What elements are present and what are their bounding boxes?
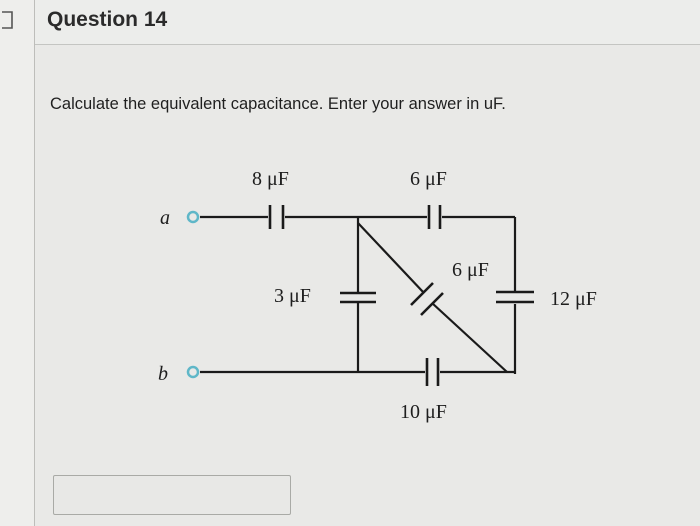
capacitor-6uF-diagonal <box>410 282 444 316</box>
label-8uF: 8 μF <box>252 168 289 190</box>
label-12uF: 12 μF <box>550 288 597 310</box>
capacitor-8uF <box>268 205 285 229</box>
circuit-diagram: a b 8 μF 6 μF 3 μF 6 μF 12 μF 10 μF <box>158 168 597 423</box>
terminal-a-node <box>186 210 200 224</box>
terminal-b-node <box>186 365 200 379</box>
question-title: Question 14 <box>47 8 168 31</box>
answer-input[interactable] <box>53 475 291 515</box>
label-6uF-diagonal: 6 μF <box>452 259 489 281</box>
chevron-left-icon[interactable] <box>0 8 24 32</box>
label-10uF: 10 μF <box>400 401 447 423</box>
left-strip <box>0 0 35 526</box>
question-prompt: Calculate the equivalent capacitance. En… <box>50 95 506 113</box>
wire-diag-lower <box>431 302 508 373</box>
label-3uF: 3 μF <box>274 285 311 307</box>
capacitor-12uF <box>496 290 534 304</box>
capacitor-10uF <box>425 358 440 386</box>
capacitor-6uF-top <box>427 205 442 229</box>
question-header: Question 14 <box>35 0 700 45</box>
label-6uF-top: 6 μF <box>410 168 447 190</box>
capacitor-3uF <box>340 291 376 304</box>
wire-diag-upper <box>357 222 425 294</box>
terminal-b-label: b <box>158 363 168 385</box>
terminal-a-label: a <box>160 207 170 229</box>
question-content: Calculate the equivalent capacitance. En… <box>35 45 700 526</box>
